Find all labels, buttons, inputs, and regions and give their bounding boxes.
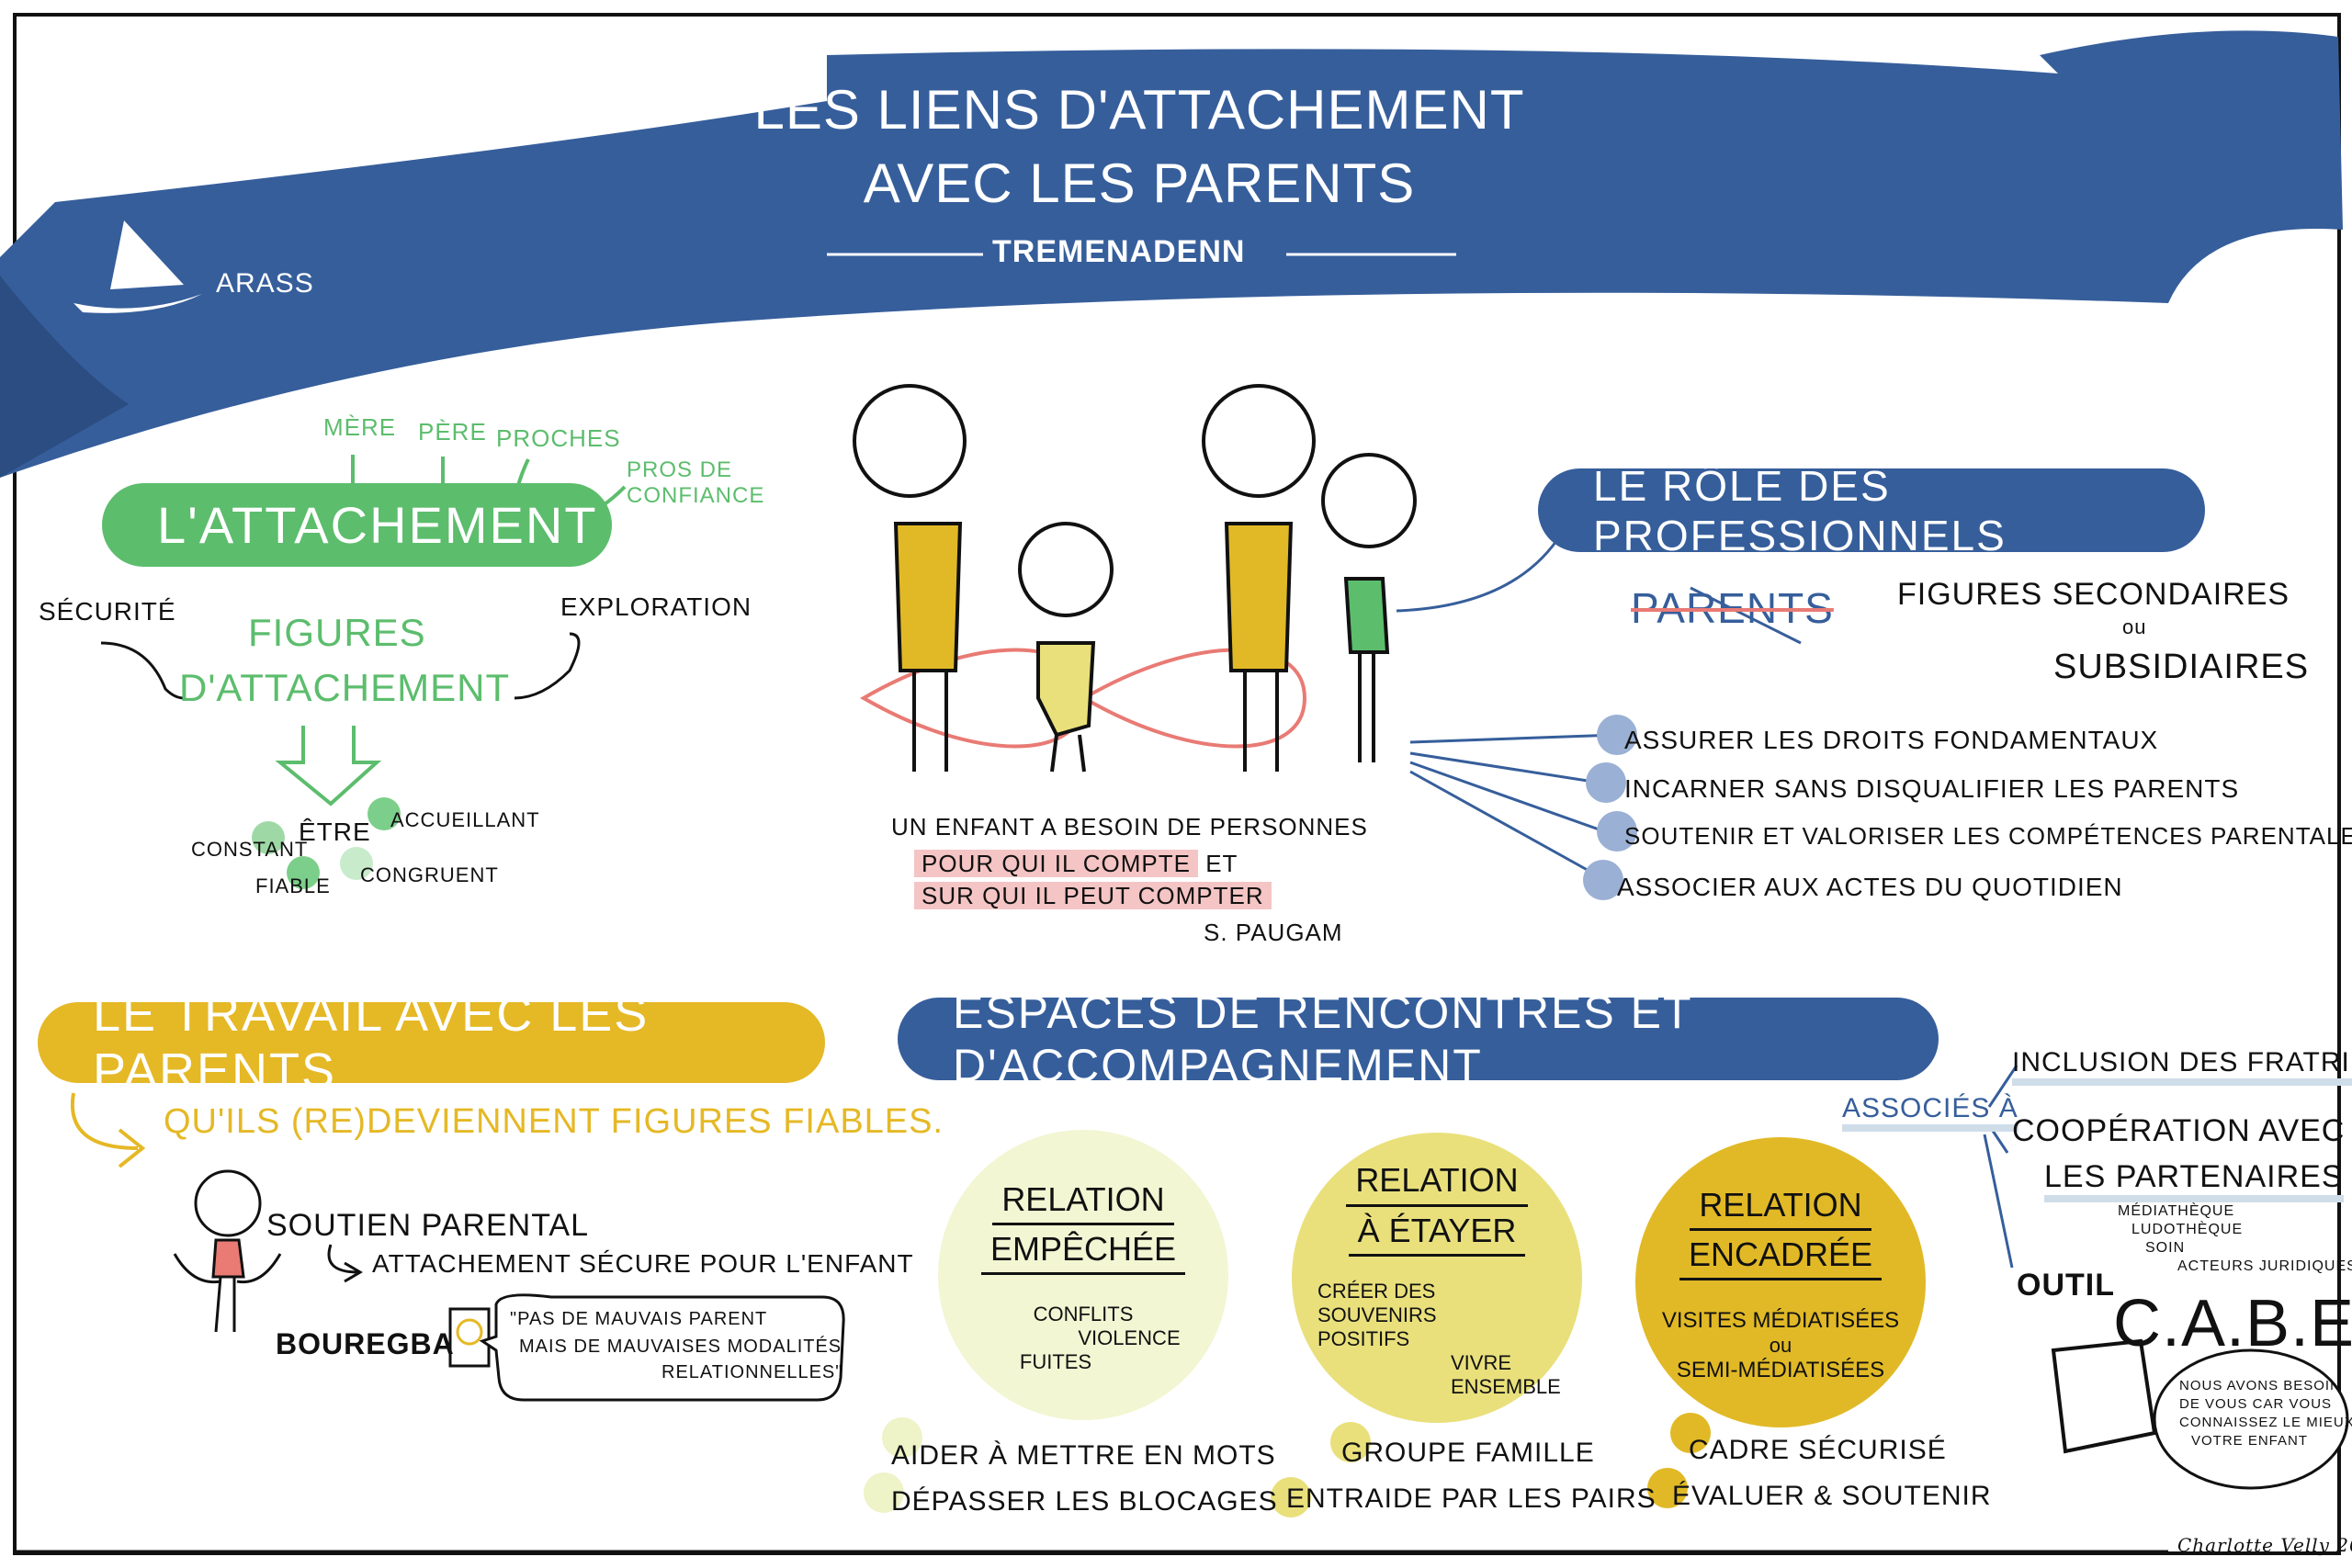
travail-title: Le travail avec les parents <box>38 987 825 1099</box>
circle-item: Fuites <box>1019 1350 1092 1374</box>
quality-constant: Constant <box>191 838 309 861</box>
circle-title: à étayer <box>1348 1207 1526 1257</box>
bouregba-quote-1: "Pas de mauvais parent <box>510 1309 768 1329</box>
label-pros: Pros de confiance <box>627 457 765 508</box>
bottom-item: Aider à mettre en mots <box>891 1440 1276 1471</box>
page-title-line1: Les liens d'attachement <box>753 79 1525 141</box>
outil-label: Outil <box>2017 1268 2115 1303</box>
label-proches: Proches <box>496 424 621 452</box>
bottom-dots <box>864 1413 1711 1517</box>
quote-line2: pour qui il compte <box>914 850 1198 877</box>
bottom-item: Dépasser les blocages <box>891 1486 1278 1517</box>
circle-relation-encadree: Relationencadrée Visites médiatisées ou … <box>1635 1137 1926 1427</box>
parent-illustration <box>173 1169 282 1333</box>
circle-item: Semi-médiatisées <box>1676 1358 1885 1383</box>
crossed-parents: Parents <box>1631 584 1834 632</box>
quality-fiable: Fiable <box>255 874 331 897</box>
bottom-item: Groupe famille <box>1341 1438 1595 1468</box>
logo-text: ARASS <box>216 268 314 299</box>
cabe-book-icon <box>2051 1338 2157 1454</box>
label-securite: Sécurité <box>39 597 176 626</box>
bouregba-quote-3: relationnelles" <box>662 1362 843 1382</box>
label-ou: ou <box>2122 615 2147 638</box>
quote-author: S. Paugam <box>1204 919 1343 946</box>
bubble-line: connaissez le mieux <box>2179 1415 2352 1430</box>
bubble-line: de vous car vous <box>2179 1396 2333 1412</box>
bottom-item: Cadre sécurisé <box>1689 1435 1947 1465</box>
label-etre: Être <box>299 818 371 846</box>
label-exploration: Exploration <box>560 592 752 621</box>
circle-item: Créer des souvenirs positifs <box>1317 1279 1437 1350</box>
cabe-bubble <box>2153 1348 2349 1490</box>
signature: Charlotte Velly 2025 <box>2177 1534 2352 1556</box>
circle-item: Visites médiatisées <box>1661 1308 1900 1334</box>
role-item: Assurer les droits fondamentaux <box>1624 726 2159 754</box>
circle-relation-etayer: Relationà étayer Créer des souvenirs pos… <box>1292 1133 1582 1423</box>
page-title-line2: avec les parents <box>863 152 1416 214</box>
qualities-dots <box>252 797 401 889</box>
espaces-title: Espaces de rencontres et d'accompagnemen… <box>898 987 1939 1091</box>
quote-et: et <box>1205 850 1238 877</box>
book-icon <box>448 1307 491 1368</box>
bottom-item: Entraide par les pairs <box>1286 1483 1657 1514</box>
circle-relation-empechee: Relationempêchée Conflits Violence Fuite… <box>938 1130 1228 1420</box>
quality-congruent: Congruent <box>360 863 499 886</box>
role-item: Incarner sans disqualifier les parents <box>1624 774 2240 803</box>
circle-item: ou <box>1769 1334 1792 1358</box>
partner: Ludothèque <box>2132 1222 2244 1237</box>
sailboat-icon <box>74 220 202 313</box>
circle-item: Violence <box>1078 1326 1181 1350</box>
bubble-line: Nous avons besoin <box>2179 1378 2341 1393</box>
quote-line3: sur qui il peut compter <box>914 882 1272 909</box>
soutien-parental: Soutien parental <box>266 1208 590 1243</box>
travail-goal: Qu'ils (re)deviennent figures fiables. <box>164 1102 944 1141</box>
bouregba: Bouregba <box>276 1327 455 1360</box>
partner: Médiathèque <box>2118 1203 2235 1219</box>
circle-title: empêchée <box>980 1225 1186 1276</box>
quality-accueillant: Accueillant <box>390 808 540 831</box>
role-item: Soutenir et valoriser les compétences pa… <box>1624 822 2352 850</box>
circle-title: encadrée <box>1679 1231 1883 1281</box>
cabe-title: C.A.B.E <box>2113 1287 2352 1360</box>
partner: Acteurs juridiques <box>2177 1258 2352 1274</box>
inclusion-fratries: Inclusion des fratries <box>2012 1047 2352 1086</box>
figures-line2: d'attachement <box>179 666 511 709</box>
family-illustration <box>853 384 1417 773</box>
label-pere: Père <box>418 418 487 446</box>
attachement-title: L'attachement <box>102 483 612 567</box>
circle-title: Relation <box>1346 1156 1528 1207</box>
quote-line1: Un enfant a besoin de personnes <box>891 813 1368 840</box>
label-mere: Mère <box>323 413 397 441</box>
cooperation-line2: les partenaires <box>2044 1159 2344 1202</box>
circle-title: Relation <box>992 1176 1174 1225</box>
bubble-line: votre enfant <box>2191 1433 2309 1449</box>
cooperation-line1: Coopération avec <box>2012 1113 2346 1148</box>
subsidiaires: Subsidiaires <box>2053 648 2310 686</box>
figures-secondaires: Figures secondaires <box>1897 577 2290 612</box>
quote-bubble <box>479 1293 845 1402</box>
partner: Soin <box>2145 1240 2186 1256</box>
role-item: Associer aux actes du quotidien <box>1617 873 2123 901</box>
page-subtitle: Tremenadenn <box>992 234 1246 269</box>
figures-line1: Figures <box>248 611 426 654</box>
role-title: Le rôle des professionnels <box>1538 462 2205 559</box>
bullet-dots <box>1583 715 1637 900</box>
soutien-result: Attachement sécure pour l'enfant <box>372 1249 914 1278</box>
bouregba-quote-2: mais de mauvaises modalités <box>519 1337 842 1357</box>
title-banner <box>0 30 2343 478</box>
circle-item: Conflits <box>1033 1303 1134 1326</box>
bottom-item: Évaluer & soutenir <box>1672 1481 1992 1511</box>
circle-item: Vivre ensemble <box>1451 1350 1561 1398</box>
associes-label: Associés à <box>1842 1093 2018 1132</box>
circle-title: Relation <box>1690 1181 1871 1231</box>
